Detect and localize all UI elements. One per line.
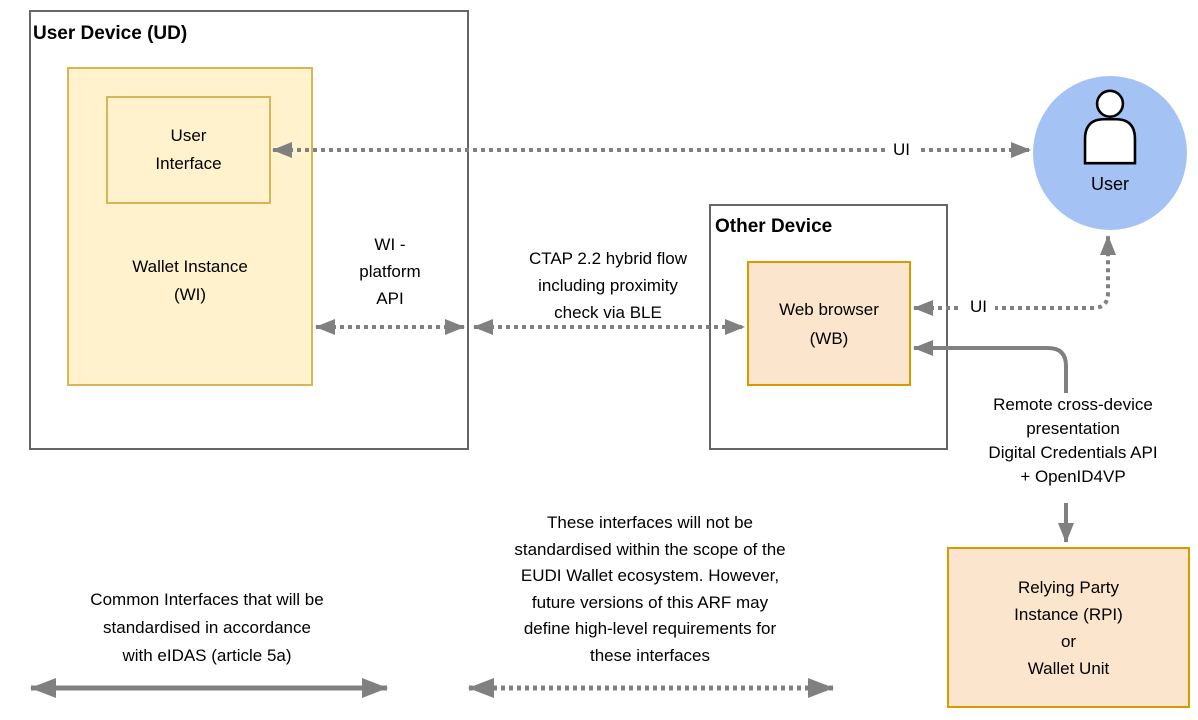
relying-party-box: Relying Party Instance (RPI) or Wallet U… xyxy=(947,547,1190,708)
scope-note-line1: These interfaces will not be xyxy=(547,513,753,532)
remote-presentation-label: Remote cross-device presentation Digital… xyxy=(950,393,1196,489)
user-interface-box: User Interface xyxy=(106,96,271,204)
wallet-instance-label-line2: (WI) xyxy=(173,285,207,304)
ui-label-right: UI xyxy=(962,297,995,317)
ctap-line1: CTAP 2.2 hybrid flow xyxy=(528,249,688,268)
person-icon xyxy=(1083,89,1137,165)
wi-platform-api-line2: platform xyxy=(359,262,421,281)
user-device-title: User Device (UD) xyxy=(33,23,188,44)
ui-label-top: UI xyxy=(885,140,918,160)
remote-line3: Digital Credentials API xyxy=(988,443,1158,462)
wallet-instance-label-line1: Wallet Instance xyxy=(132,257,248,276)
user-interface-label-line1: User xyxy=(170,126,207,145)
scope-note-line5: define high-level requirements for xyxy=(523,619,777,638)
remote-line2: presentation xyxy=(1026,419,1120,438)
scope-note-line6: these interfaces xyxy=(589,645,710,665)
user-label: User xyxy=(1090,174,1129,194)
common-note-line2: standardised in accordance xyxy=(103,618,311,637)
scope-note-line2: standardised within the scope of the xyxy=(514,539,786,559)
wi-platform-api-line3: API xyxy=(376,289,404,308)
relying-party-line4: Wallet Unit xyxy=(1027,658,1110,678)
remote-line4: + OpenID4VP xyxy=(1020,467,1126,486)
wi-platform-api-line1: WI - xyxy=(374,235,406,254)
wallet-instance-label: Wallet Instance (WI) xyxy=(67,253,313,309)
remote-line1: Remote cross-device xyxy=(993,395,1153,414)
common-note-line3: with eIDAS (article 5a) xyxy=(122,646,292,665)
relying-party-line3: or xyxy=(1060,631,1077,651)
web-browser-label-line2: (WB) xyxy=(809,328,849,348)
user-avatar: User xyxy=(1033,76,1187,230)
ctap-line3: check via BLE xyxy=(554,303,662,322)
ctap-label: CTAP 2.2 hybrid flow including proximity… xyxy=(478,245,738,326)
user-interface-label-line2: Interface xyxy=(155,154,222,173)
web-browser-box: Web browser (WB) xyxy=(747,261,911,386)
ctap-line2: including proximity xyxy=(538,276,678,295)
web-browser-label-line1: Web browser xyxy=(779,299,879,319)
wi-platform-api-label: WI - platform API xyxy=(310,231,470,312)
relying-party-line1: Relying Party xyxy=(1017,577,1120,597)
scope-note-line4: future versions of this ARF may xyxy=(531,592,769,612)
relying-party-line2: Instance (RPI) xyxy=(1014,604,1123,624)
other-device-title: Other Device xyxy=(715,216,833,237)
common-note-line1: Common Interfaces that will be xyxy=(90,590,324,609)
scope-note-line3: EUDI Wallet ecosystem. However, xyxy=(520,566,780,585)
common-interfaces-note: Common Interfaces that will be standardi… xyxy=(27,586,387,670)
not-standardised-note: These interfaces will not be standardise… xyxy=(460,510,840,669)
